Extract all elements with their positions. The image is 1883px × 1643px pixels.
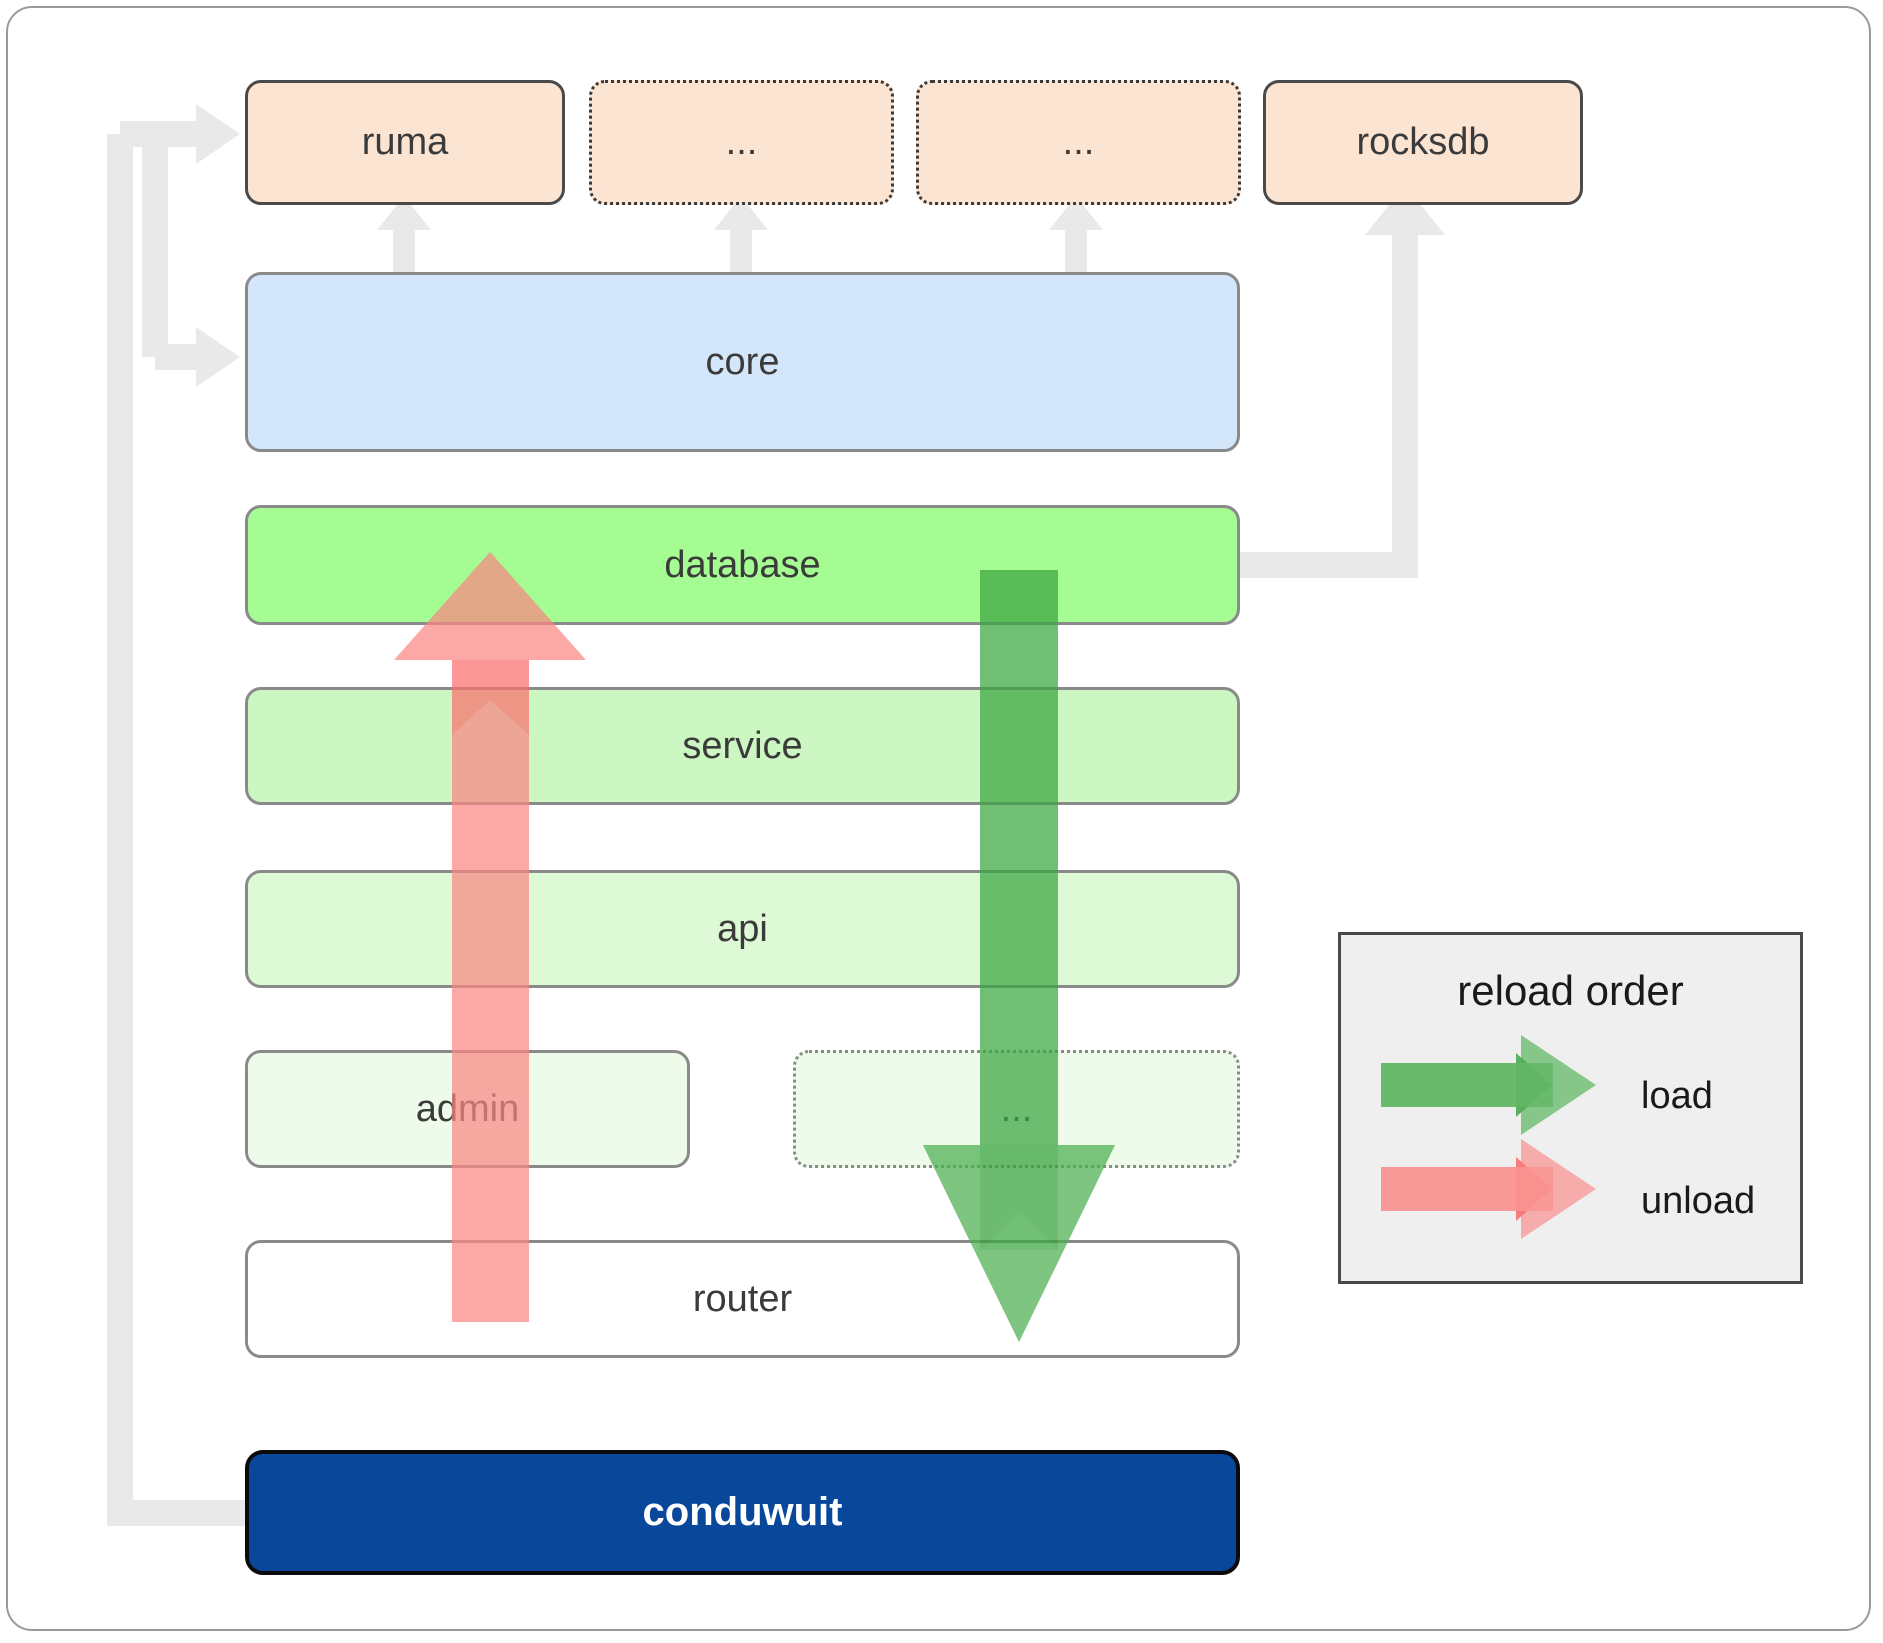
legend-load-arrow-icon bbox=[1381, 1035, 1596, 1135]
layer-box-admin[interactable]: admin bbox=[245, 1050, 690, 1168]
layer-box-database[interactable]: database bbox=[245, 505, 1240, 625]
layer-box-ellipsis[interactable]: ... bbox=[793, 1050, 1240, 1168]
dependency-label: ruma bbox=[361, 121, 449, 163]
dependency-box-ellipsis-2[interactable]: ... bbox=[916, 80, 1241, 205]
dependency-label: rocksdb bbox=[1356, 121, 1490, 163]
layer-label: database bbox=[664, 543, 821, 586]
layer-label: api bbox=[717, 907, 768, 950]
dependency-box-ruma[interactable]: ruma bbox=[245, 80, 565, 205]
layer-box-api[interactable]: api bbox=[245, 870, 1240, 988]
dependency-label: ... bbox=[725, 121, 758, 163]
legend-label-unload: unload bbox=[1641, 1180, 1756, 1222]
layer-label: service bbox=[682, 724, 803, 767]
core-box[interactable]: core bbox=[245, 272, 1240, 452]
dependency-label: ... bbox=[1062, 121, 1095, 163]
legend-label-load: load bbox=[1641, 1075, 1713, 1117]
dependency-box-rocksdb[interactable]: rocksdb bbox=[1263, 80, 1583, 205]
root-label: conduwuit bbox=[642, 1490, 843, 1534]
layer-label: router bbox=[692, 1277, 793, 1320]
layer-label: admin bbox=[415, 1087, 520, 1130]
legend-panel: reload order load unload bbox=[1338, 932, 1803, 1284]
diagram-frame bbox=[6, 6, 1871, 1631]
legend-unload-arrow-icon bbox=[1381, 1139, 1596, 1239]
layer-box-router[interactable]: router bbox=[245, 1240, 1240, 1358]
core-label: core bbox=[705, 340, 780, 383]
layer-box-service[interactable]: service bbox=[245, 687, 1240, 805]
dependency-box-ellipsis-1[interactable]: ... bbox=[589, 80, 894, 205]
legend-arrow-graphics bbox=[1381, 1035, 1596, 1239]
root-box-conduwuit[interactable]: conduwuit bbox=[245, 1450, 1240, 1575]
legend-title: reload order bbox=[1457, 967, 1684, 1014]
layer-label: ... bbox=[1000, 1087, 1033, 1130]
